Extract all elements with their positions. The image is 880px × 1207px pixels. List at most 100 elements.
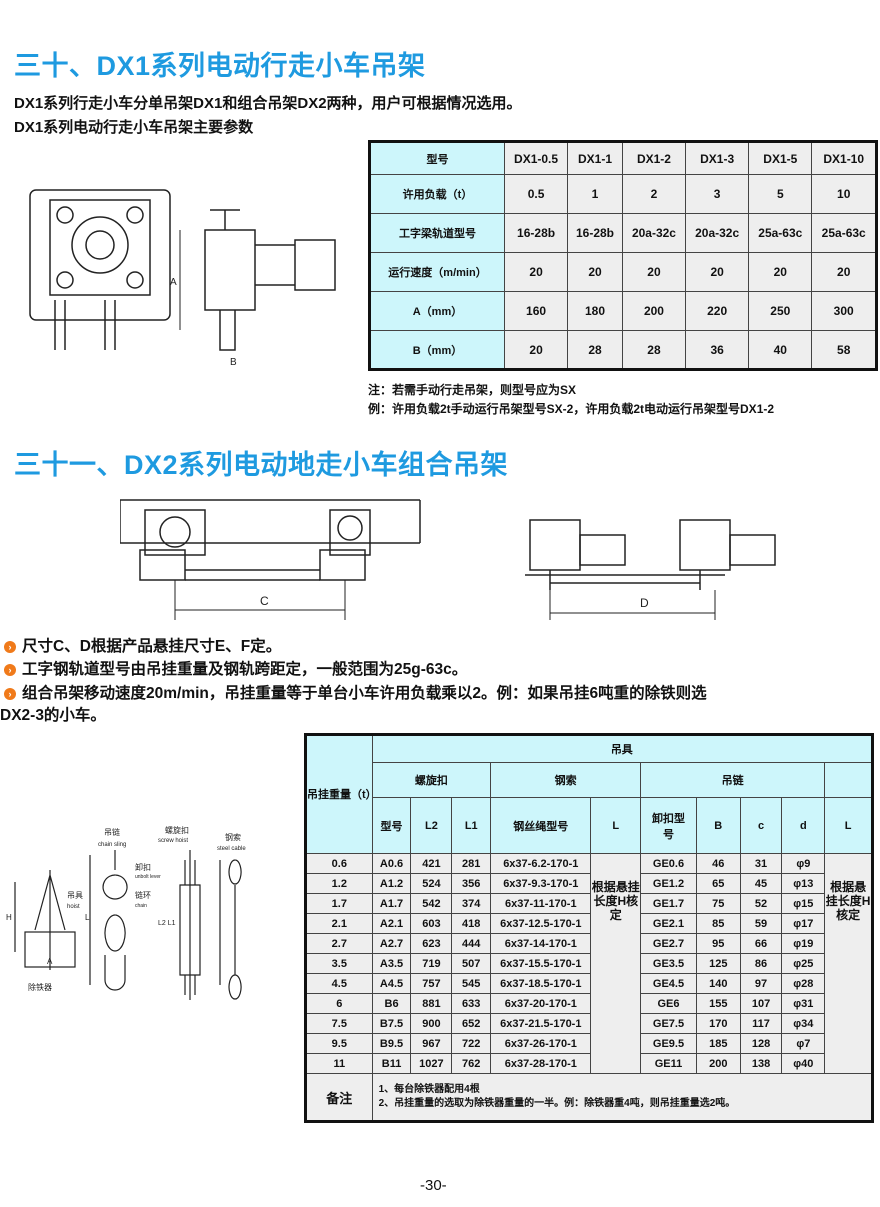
cell: 28 — [621, 330, 687, 370]
cell: DX1-0.5 — [503, 141, 569, 175]
subheader: c — [739, 797, 783, 854]
row-header: A（mm） — [369, 291, 505, 331]
section1-intro: DX1系列行走小车分单吊架DX1和组合吊架DX2两种，用户可根据情况选用。 — [14, 95, 522, 112]
cell: 45 — [739, 873, 783, 894]
group-top-header: 吊具 — [371, 734, 874, 763]
cell: 220 — [685, 291, 750, 331]
dim-b-label: B — [230, 357, 237, 368]
cell: 900 — [410, 1013, 453, 1034]
cell: 6x37-6.2-170-1 — [490, 853, 592, 874]
cell: B7.5 — [371, 1013, 412, 1034]
note-2: 例：许用负载2t手动运行吊架型号SX-2，许用负载2t电动运行吊架型号DX1-2 — [368, 402, 775, 416]
cell: 170 — [695, 1013, 741, 1034]
cell: φ19 — [781, 933, 826, 954]
cell: GE4.5 — [640, 973, 697, 994]
cell: 6x37-28-170-1 — [490, 1053, 592, 1074]
cell: 6x37-11-170-1 — [490, 893, 592, 914]
subheader: B — [695, 797, 741, 854]
cell: 1.2 — [305, 873, 373, 894]
cell: 20 — [621, 252, 687, 292]
cell: 31 — [739, 853, 783, 874]
cell: A1.2 — [371, 873, 412, 894]
row-header: 许用负载（t） — [369, 174, 505, 214]
section1-title: 三十、DX1系列电动行走小车吊架 — [14, 51, 426, 81]
cell: DX1-10 — [811, 141, 877, 175]
label-shackle-en: unbolt lever — [135, 874, 161, 880]
label-hoist: 吊具 — [67, 891, 83, 900]
cell: 356 — [451, 873, 492, 894]
subheader: 型号 — [371, 797, 412, 854]
subheader: 钢丝绳型号 — [490, 797, 592, 854]
page-number: -30- — [420, 1177, 447, 1194]
bullet-text: 尺寸C、D根据产品悬挂尺寸E、F定。 — [22, 638, 282, 655]
cell: GE2.7 — [640, 933, 697, 954]
bullet-arrow-icon: › — [4, 664, 16, 676]
col-weight-header: 吊挂重量（t） — [305, 734, 377, 854]
cell: 140 — [695, 973, 741, 994]
cell: 6x37-12.5-170-1 — [490, 913, 592, 934]
cell: 374 — [451, 893, 492, 914]
cell: 2 — [621, 174, 687, 214]
cell: 20a-32c — [621, 213, 687, 253]
cell: DX1-3 — [685, 141, 750, 175]
label-screw-en: screw hoist — [158, 838, 188, 844]
cell: 86 — [739, 953, 783, 974]
cell: 52 — [739, 893, 783, 914]
cell: φ9 — [781, 853, 826, 874]
label-A: A — [47, 957, 53, 966]
cell: φ31 — [781, 993, 826, 1014]
cell: 180 — [567, 291, 623, 331]
bullet-text: 组合吊架移动速度20m/min，吊挂重量等于单台小车许用负载乘以2。例：如果吊挂… — [22, 685, 707, 702]
cell: 6x37-9.3-170-1 — [490, 873, 592, 894]
bullet-3: ›组合吊架移动速度20m/min，吊挂重量等于单台小车许用负载乘以2。例：如果吊… — [4, 681, 707, 703]
row-header: 运行速度（m/min） — [369, 252, 505, 292]
subheader: L — [824, 797, 873, 854]
cell: φ40 — [781, 1053, 826, 1074]
cell: A4.5 — [371, 973, 412, 994]
cell: 58 — [811, 330, 877, 370]
cell: 66 — [739, 933, 783, 954]
cell: 40 — [748, 330, 813, 370]
bullet-1: › 尺寸C、D根据产品悬挂尺寸E、F定。 — [4, 634, 281, 656]
cell: 28 — [567, 330, 623, 370]
cell: 6x37-26-170-1 — [490, 1033, 592, 1054]
cell: 95 — [695, 933, 741, 954]
bullet-arrow-icon: › — [4, 641, 16, 653]
section2-title: 三十一、DX2系列电动地走小车组合吊架 — [14, 450, 509, 480]
label-L2L1: L2 L1 — [158, 920, 176, 927]
cell: GE2.1 — [640, 913, 697, 934]
cell: 25a-63c — [748, 213, 813, 253]
cell: 757 — [410, 973, 453, 994]
remark-line: 2、吊挂重量的选取为除铁器重量的一半。例：除铁器重4吨，则吊挂重量选2吨。 — [378, 1098, 736, 1109]
cell: 20 — [503, 252, 569, 292]
cell: 59 — [739, 913, 783, 934]
cell: 20 — [685, 252, 750, 292]
cell: 0.6 — [305, 853, 373, 874]
subheader: L2 — [410, 797, 453, 854]
cell: 20 — [503, 330, 569, 370]
rigging-diagram: 除铁器 吊具 hoist H A 吊链 chain sling 卸扣 unbol… — [6, 825, 246, 1000]
bullet-3-cont: DX2-3的小车。 — [0, 707, 106, 724]
merged-L-cell: 根据悬挂长度H核定 — [590, 853, 642, 1074]
label-screw: 螺旋扣 — [165, 825, 189, 835]
cell: φ28 — [781, 973, 826, 994]
cell: φ15 — [781, 893, 826, 914]
cell: 7.5 — [305, 1013, 373, 1034]
cell: DX1-2 — [621, 141, 687, 175]
dx1-trolley-diagram: A B — [29, 189, 336, 368]
cell: 6x37-14-170-1 — [490, 933, 592, 954]
cell: GE0.6 — [640, 853, 697, 874]
group-header: 吊链 — [640, 762, 826, 798]
cell: 524 — [410, 873, 453, 894]
cell: 281 — [451, 853, 492, 874]
cell: φ25 — [781, 953, 826, 974]
cell: 20 — [567, 252, 623, 292]
